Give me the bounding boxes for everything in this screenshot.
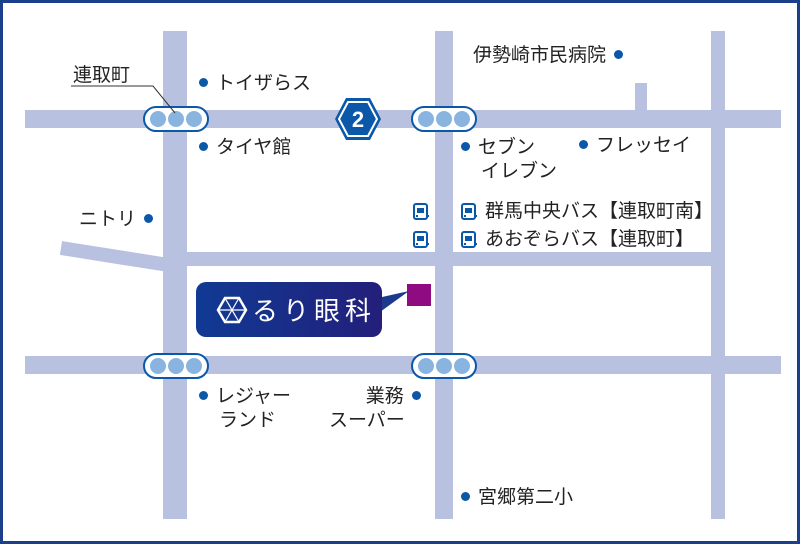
- poi-dot-icon: [579, 139, 588, 149]
- road-diagonal: [59, 241, 169, 272]
- route-number: 2: [352, 107, 364, 132]
- traffic-signal-icon: [411, 353, 477, 379]
- bus-stop-aozora: あおぞらバス【連取町】: [485, 228, 695, 250]
- poi-label: セブン: [478, 136, 536, 158]
- road-vertical-center: [435, 31, 453, 519]
- poi-dot-icon: [614, 49, 624, 59]
- road-stub: [635, 83, 647, 111]
- traffic-signal-icon: [143, 353, 209, 379]
- clinic-marker: [407, 284, 431, 306]
- poi-label: ニトリ: [79, 208, 137, 230]
- poi-miyago-school: 宮郷第二小: [461, 485, 573, 509]
- poi-nitori: ニトリ: [79, 207, 154, 231]
- poi-dot-icon: [144, 213, 154, 223]
- poi-label: スーパー: [329, 409, 405, 431]
- clinic-name: るり眼科: [252, 297, 377, 327]
- poi-leisure-land: レジャーランド: [199, 384, 291, 432]
- poi-toysrus: トイザらス: [199, 71, 311, 95]
- poi-label: レジャー: [216, 385, 292, 407]
- poi-label: イレブン: [481, 160, 558, 182]
- bus-stop-icon: [413, 203, 429, 220]
- poi-label: タイヤ館: [216, 136, 292, 158]
- renshucho-leader-line: [71, 85, 176, 114]
- clinic-callout: るり眼科: [196, 282, 382, 337]
- poi-fresay: フレッセイ: [579, 133, 691, 157]
- callout-pointer: [373, 291, 409, 317]
- poi-label: トイザらス: [216, 72, 312, 94]
- hexagon-logo-icon: [216, 296, 248, 323]
- poi-label: 宮郷第二小: [478, 486, 574, 508]
- poi-seven-eleven: セブンイレブン: [461, 135, 557, 183]
- poi-dot-icon: [461, 141, 470, 151]
- road-route-2: [25, 110, 781, 128]
- traffic-signal-icon: [143, 106, 209, 132]
- bus-stop-icon: [413, 231, 429, 248]
- poi-label: 業務: [365, 385, 404, 407]
- poi-dot-icon: [461, 491, 470, 501]
- bus-stop-icon: [461, 203, 477, 220]
- poi-dot-icon: [411, 390, 421, 400]
- road-vertical-east: [711, 31, 725, 519]
- bus-stop-gunma-chuo: 群馬中央バス【連取町南】: [485, 200, 714, 222]
- poi-tireyakan: タイヤ館: [199, 135, 291, 159]
- poi-dot-icon: [199, 77, 208, 87]
- poi-isesaki-hospital: 伊勢崎市民病院: [473, 43, 624, 67]
- poi-dot-icon: [199, 141, 208, 151]
- label-renshucho: 連取町: [73, 64, 131, 86]
- road-south: [25, 356, 781, 374]
- poi-gyomu-super: 業務スーパー: [329, 384, 421, 432]
- road-middle: [163, 252, 725, 266]
- poi-label: 伊勢崎市民病院: [473, 44, 607, 66]
- poi-label: フレッセイ: [596, 134, 692, 156]
- route-2-shield-icon: 2: [335, 98, 381, 140]
- poi-dot-icon: [199, 390, 208, 400]
- bus-stop-icon: [461, 231, 477, 248]
- traffic-signal-icon: [411, 106, 477, 132]
- poi-label: ランド: [219, 409, 277, 431]
